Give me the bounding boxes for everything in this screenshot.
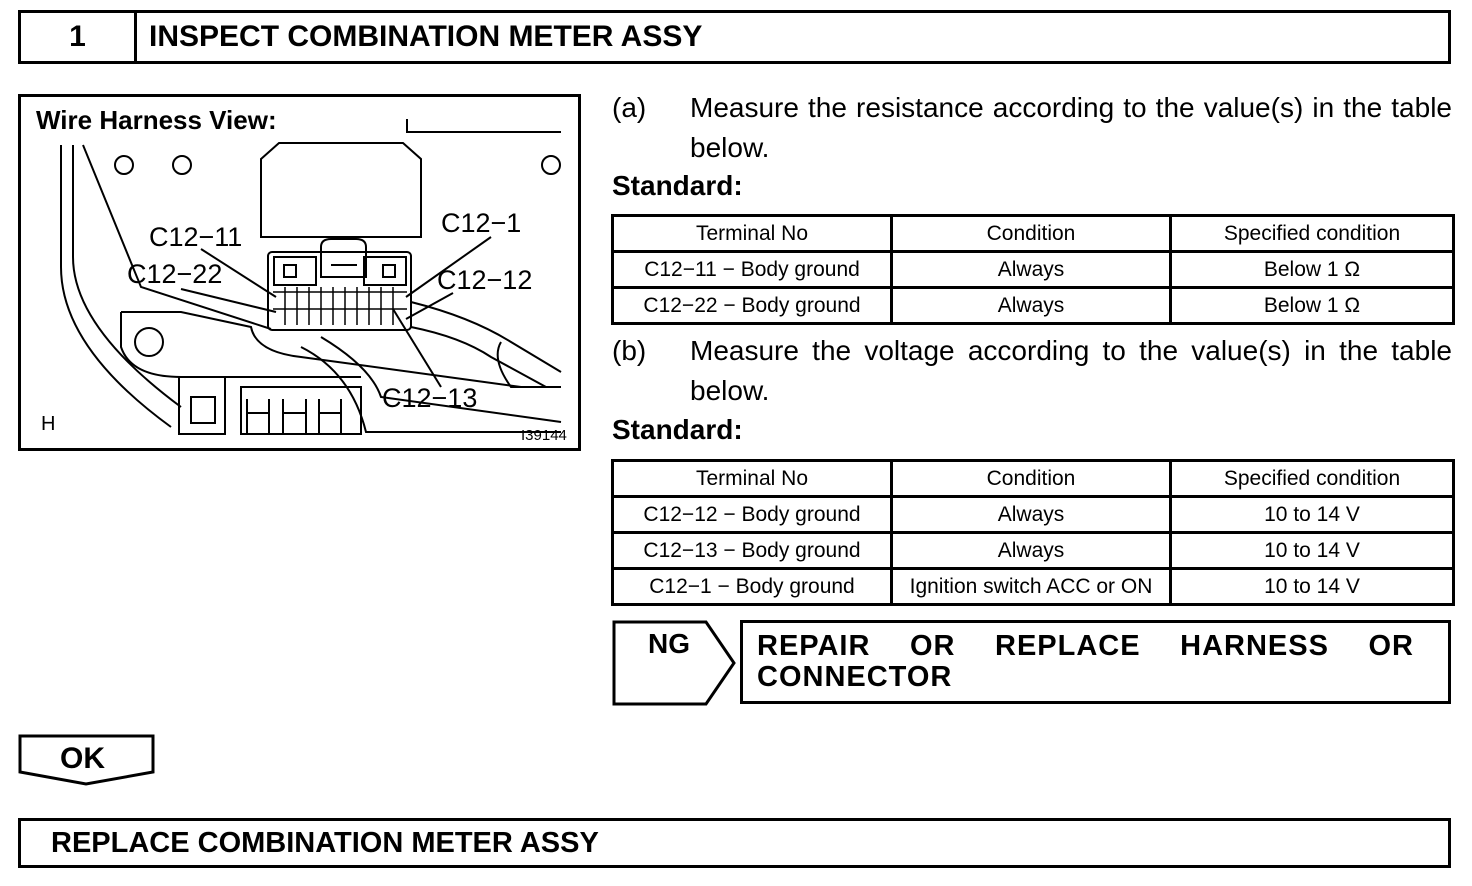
table-row: C12−13 − Body ground Always 10 to 14 V — [611, 531, 1455, 570]
ng-arrow-icon — [612, 620, 736, 706]
header-condition: Condition — [890, 214, 1172, 253]
header-terminal: Terminal No — [611, 214, 893, 253]
standard-label-b: Standard: — [612, 414, 743, 445]
standard-label-a: Standard: — [612, 170, 743, 201]
figure-title: Wire Harness View: — [36, 105, 277, 135]
cell-condition: Ignition switch ACC or ON — [890, 567, 1172, 606]
cell-terminal: C12−11 − Body ground — [611, 250, 893, 289]
final-step-box: REPLACE COMBINATION METER ASSY — [18, 818, 1451, 868]
cell-specified: 10 to 14 V — [1169, 531, 1455, 570]
step-a-label: (a) — [612, 92, 647, 123]
label-c12-12: C12−12 — [437, 265, 533, 295]
label-c12-11: C12−11 — [149, 222, 243, 252]
cell-condition: Always — [890, 250, 1172, 289]
table-header-row: Terminal No Condition Specified conditio… — [611, 459, 1455, 498]
step-b-text: Measure the voltage according to the val… — [690, 335, 1452, 406]
table-header-row: Terminal No Condition Specified conditio… — [611, 214, 1455, 253]
header-terminal: Terminal No — [611, 459, 893, 498]
header-condition: Condition — [890, 459, 1172, 498]
cell-terminal: C12−22 − Body ground — [611, 286, 893, 325]
step-number: 1 — [21, 13, 137, 61]
cell-specified: 10 to 14 V — [1169, 567, 1455, 606]
cell-terminal: C12−1 − Body ground — [611, 567, 893, 606]
label-h: H — [41, 413, 56, 435]
ng-action-text: REPAIR OR REPLACE HARNESS OR CONNECTOR — [757, 630, 1414, 693]
wire-harness-drawing — [60, 119, 562, 435]
cell-specified: Below 1 Ω — [1169, 250, 1455, 289]
label-c12-22: C12−22 — [127, 259, 223, 289]
table-row: C12−22 − Body ground Always Below 1 Ω — [611, 286, 1455, 325]
header-specified: Specified condition — [1169, 459, 1455, 498]
cell-terminal: C12−12 − Body ground — [611, 495, 893, 534]
wire-harness-figure: Wire Harness View: C12−11 C12−1 C12−22 C… — [18, 94, 581, 451]
cell-specified: 10 to 14 V — [1169, 495, 1455, 534]
cell-specified: Below 1 Ω — [1169, 286, 1455, 325]
table-row: C12−1 − Body ground Ignition switch ACC … — [611, 567, 1455, 606]
cell-condition: Always — [890, 531, 1172, 570]
ok-arrow-icon — [18, 734, 155, 786]
table-row: C12−11 − Body ground Always Below 1 Ω — [611, 250, 1455, 289]
header-specified: Specified condition — [1169, 214, 1455, 253]
step-b-label: (b) — [612, 335, 647, 366]
label-c12-1: C12−1 — [441, 208, 522, 238]
ng-action-box: REPAIR OR REPLACE HARNESS OR CONNECTOR — [740, 620, 1451, 704]
step-a: (a) Measure the resistance according to … — [612, 88, 1452, 168]
final-step-title: REPLACE COMBINATION METER ASSY — [51, 826, 599, 859]
step-title: INSPECT COMBINATION METER ASSY — [149, 20, 703, 53]
cell-terminal: C12−13 − Body ground — [611, 531, 893, 570]
label-c12-13: C12−13 — [382, 383, 478, 413]
ng-label: NG — [648, 628, 690, 659]
ok-label: OK — [60, 742, 105, 775]
cell-condition: Always — [890, 286, 1172, 325]
figure-id: I39144 — [521, 427, 567, 444]
voltage-table: Terminal No Condition Specified conditio… — [611, 459, 1455, 606]
cell-condition: Always — [890, 495, 1172, 534]
step-header: 1 INSPECT COMBINATION METER ASSY — [18, 10, 1451, 64]
table-row: C12−12 − Body ground Always 10 to 14 V — [611, 495, 1455, 534]
step-a-text: Measure the resistance according to the … — [690, 92, 1452, 163]
resistance-table: Terminal No Condition Specified conditio… — [611, 214, 1455, 325]
step-b: (b) Measure the voltage according to the… — [612, 331, 1452, 411]
